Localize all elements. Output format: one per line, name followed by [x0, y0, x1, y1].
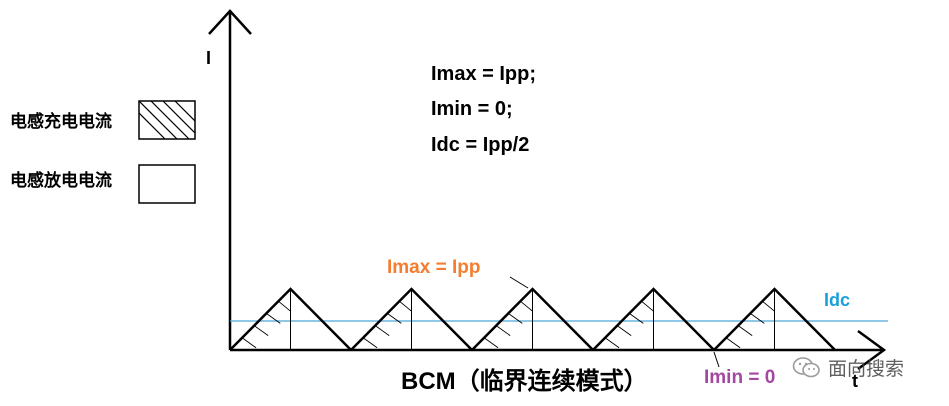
hatch-stroke — [750, 313, 765, 324]
current-triangle — [713, 287, 836, 351]
hatch-stroke — [520, 300, 533, 312]
y-axis-arrow — [208, 9, 252, 35]
hatch-stroke — [604, 337, 620, 349]
peak-verticals — [290, 289, 775, 350]
legend-charge-box — [138, 100, 196, 140]
imax-leader — [509, 276, 529, 289]
legend-discharge-box — [138, 164, 196, 204]
watermark-text: 面向搜索 — [828, 358, 905, 380]
hatch-stroke — [266, 313, 281, 324]
current-triangle — [350, 287, 473, 351]
hatch-stroke — [253, 325, 269, 336]
y-axis-label: I — [206, 48, 212, 68]
legend-discharge-label: 电感放电电流 — [10, 171, 112, 190]
imin-leader — [713, 351, 720, 368]
hatch-stroke — [508, 313, 523, 324]
current-triangle — [471, 287, 594, 351]
watermark: 面向搜索 — [792, 354, 904, 381]
x-axis-arrow — [857, 329, 887, 371]
hatch-stroke — [241, 337, 257, 349]
hatch-stroke — [495, 325, 511, 336]
hatch-stroke — [374, 325, 390, 336]
hatch-stroke — [483, 337, 499, 349]
hatch-stroke — [362, 337, 378, 349]
legend-charge-label: 电感充电电流 — [10, 112, 112, 131]
hatch-stroke — [387, 313, 402, 324]
hatch-stroke — [725, 337, 741, 349]
legend-hatch — [139, 101, 195, 139]
hatch-stroke — [629, 313, 644, 324]
hatch-stroke — [399, 300, 412, 312]
hatch-stroke — [616, 325, 632, 336]
idc-annotation: Idc — [824, 290, 851, 310]
imin-annotation: Imin = 0 — [704, 367, 776, 388]
current-triangle — [592, 287, 715, 351]
hatch-stroke — [737, 325, 753, 336]
current-triangle — [229, 287, 352, 351]
imax-annotation: Imax = Ipp — [387, 257, 481, 278]
charge-hatching — [241, 300, 775, 349]
inductor-current-waveform — [229, 287, 836, 351]
equation-imin: Imin = 0; — [431, 98, 513, 120]
equation-idc: Idc = Ipp/2 — [431, 134, 530, 156]
wechat-icon — [792, 356, 820, 377]
x-axis-label: t — [852, 371, 858, 391]
hatch-stroke — [762, 300, 775, 312]
equation-imax: Imax = Ipp; — [431, 63, 537, 85]
hatch-stroke — [641, 300, 654, 312]
hatch-stroke — [278, 300, 291, 312]
diagram-title: BCM（临界连续模式） — [401, 368, 648, 395]
